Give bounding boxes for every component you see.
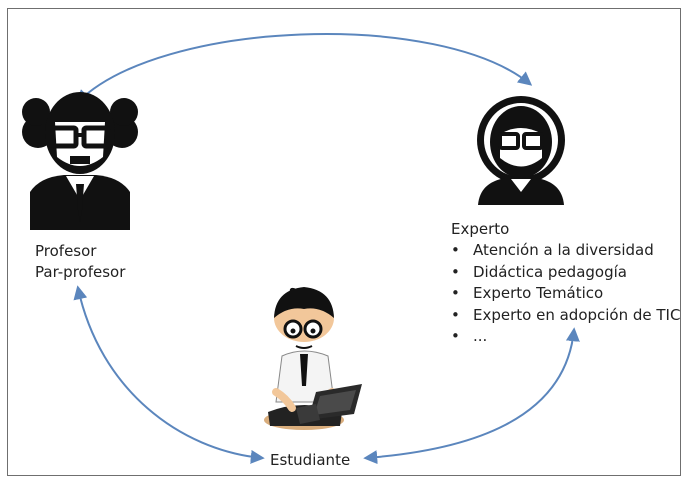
estudiante-label: Estudiante: [270, 451, 351, 469]
list-item: Atención a la diversidad: [451, 240, 680, 262]
list-item: Didáctica pedagogía: [451, 262, 680, 284]
list-item: Experto Temático: [451, 283, 680, 305]
list-item: Experto en adopción de TIC: [451, 305, 680, 327]
experto-title: Experto: [451, 220, 510, 238]
arrow-profesor-experto: [76, 33, 533, 104]
expert-icon: [477, 96, 565, 205]
arrow-estudiante-experto: [363, 327, 580, 465]
experto-label: Experto Atención a la diversidad Didácti…: [451, 219, 680, 348]
student-with-laptop-icon: [264, 287, 362, 430]
professor-icon: [22, 92, 138, 230]
profesor-label: Profesor Par-profesor: [35, 241, 125, 283]
profesor-subtitle: Par-profesor: [35, 263, 126, 281]
experto-list: Atención a la diversidad Didáctica pedag…: [451, 240, 680, 348]
list-item: ...: [451, 326, 680, 348]
arrow-profesor-estudiante: [73, 285, 265, 464]
diagram-frame: [7, 8, 681, 476]
profesor-title: Profesor: [35, 242, 97, 260]
